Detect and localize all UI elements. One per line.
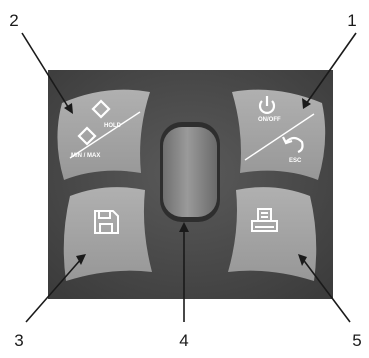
- callout-1: 1: [347, 11, 356, 30]
- button-divider: [244, 113, 315, 161]
- scroll-wheel[interactable]: [160, 122, 220, 222]
- arrowhead-1: [302, 98, 311, 109]
- arrowhead-4: [179, 222, 189, 232]
- hold-minmax-button[interactable]: HOLD MIN / MAX: [57, 89, 150, 180]
- leader-lines: [21, 32, 357, 323]
- button-divider: [69, 111, 141, 159]
- callout-3: 3: [14, 331, 23, 350]
- onoff-label: ON/OFF: [258, 117, 281, 123]
- arrowhead-5: [298, 254, 307, 266]
- leader-line-2: [21, 32, 71, 111]
- callout-5: 5: [352, 331, 361, 350]
- esc-label: ESC: [289, 158, 302, 164]
- diamond-up-icon: [91, 99, 111, 119]
- hold-label: HOLD: [104, 123, 122, 129]
- save-button[interactable]: [63, 187, 152, 281]
- print-button[interactable]: [228, 187, 317, 281]
- onoff-esc-button[interactable]: ON/OFF ESC: [232, 89, 326, 180]
- floppy-disk-icon: [94, 210, 119, 234]
- leader-line-3: [25, 257, 83, 323]
- printer-icon: [251, 208, 278, 232]
- callout-2: 2: [9, 11, 18, 30]
- arrowhead-3: [76, 254, 86, 265]
- callout-4: 4: [179, 331, 188, 350]
- leader-arrowheads: [64, 98, 311, 266]
- undo-arrow-icon: [282, 136, 304, 154]
- leader-line-1: [305, 32, 357, 105]
- minmax-label: MIN / MAX: [71, 153, 100, 159]
- arrowhead-2: [64, 103, 73, 114]
- power-icon: [258, 96, 276, 114]
- diamond-down-icon: [77, 126, 97, 146]
- leader-line-5: [301, 257, 351, 323]
